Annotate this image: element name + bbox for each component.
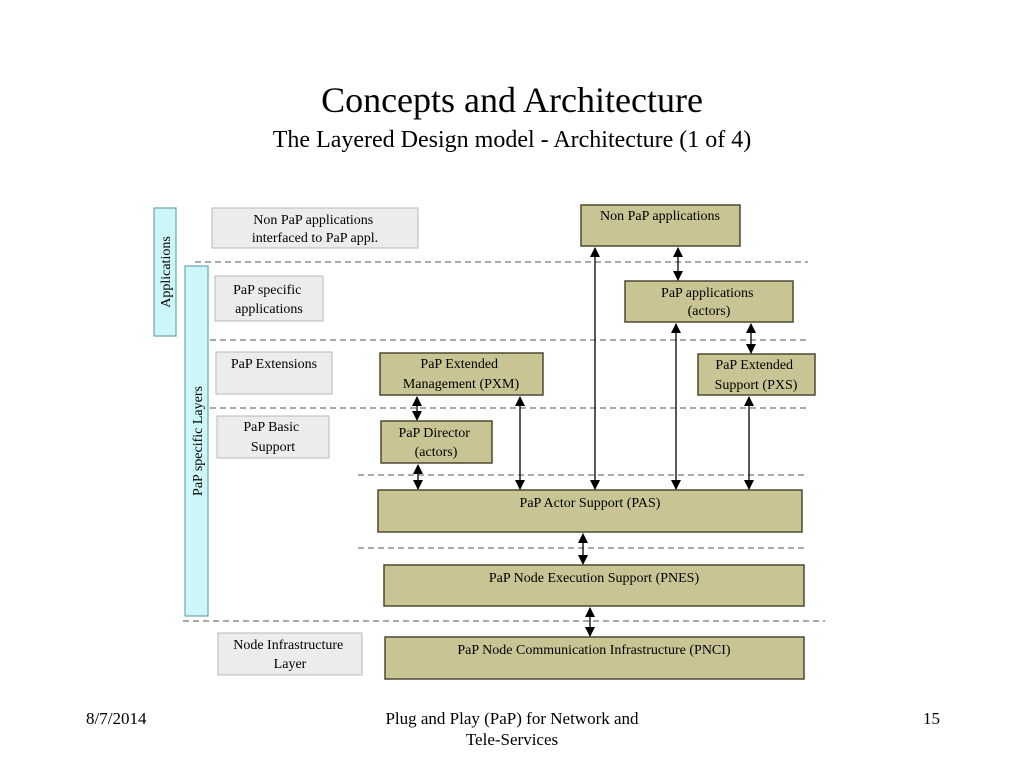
- layer-label-line: Non PaP applications: [253, 213, 373, 228]
- component-pnes: PaP Node Execution Support (PNES): [383, 564, 805, 607]
- svg-text:Node Infrastructure Laye: Node Infrastructure Layer: [233, 638, 347, 672]
- component-pxs: PaP Extended Support (PXS): [697, 353, 816, 396]
- layer-label-line: interfaced to PaP appl.: [252, 231, 378, 246]
- component-label-line: PaP Director: [399, 426, 471, 441]
- component-label-line: PaP Node Communication Infrastructure (P…: [457, 643, 731, 658]
- footer-title-line: Tele-Services: [465, 730, 559, 749]
- connectors: [412, 247, 756, 637]
- layer-label-line: PaP Extensions: [231, 357, 317, 372]
- component-director: PaP Director (actors): [380, 420, 493, 464]
- side-label-pap-specific: PaP specific Layers: [184, 265, 209, 617]
- svg-text:PaP Extended Support (PX: PaP Extended Support (PXS): [715, 358, 798, 393]
- component-label-line: PaP applications: [661, 286, 753, 301]
- svg-text:PaP Director (actors): PaP Director (actors): [399, 426, 474, 460]
- component-pxm: PaP Extended Management (PXM): [379, 352, 544, 396]
- side-label-applications: Applications: [153, 207, 177, 337]
- svg-text:PaP specific application: PaP specific applications: [233, 283, 305, 317]
- layer-label-extensions: PaP Extensions: [215, 351, 333, 395]
- footer-page-number: 15: [923, 709, 940, 728]
- svg-text:PaP Actor Support (PAS): PaP Actor Support (PAS): [520, 496, 661, 511]
- layer-label-line: Support: [251, 440, 295, 455]
- layer-label-line: Layer: [274, 657, 307, 672]
- component-non-pap-applications: Non PaP applications: [580, 204, 741, 247]
- layer-label-line: PaP Basic: [243, 420, 299, 435]
- layer-label-basic-support: PaP Basic Support: [216, 415, 330, 459]
- component-pnci: PaP Node Communication Infrastructure (P…: [384, 636, 805, 680]
- layer-label-non-pap: Non PaP applications interfaced to PaP a…: [211, 207, 419, 249]
- footer-title-line: Plug and Play (PaP) for Network and: [385, 709, 639, 728]
- svg-text:PaP Extended Management: PaP Extended Management (PXM): [403, 357, 520, 392]
- side-label-pap-specific-text: PaP specific Layers: [191, 386, 206, 496]
- slide-title: Concepts and Architecture: [321, 80, 703, 120]
- component-pas: PaP Actor Support (PAS): [377, 489, 803, 533]
- layer-label-line: applications: [235, 302, 303, 317]
- layer-label-node-infra: Node Infrastructure Layer: [217, 632, 363, 676]
- svg-text:Non PaP applications int: Non PaP applications interfaced to PaP a…: [252, 213, 378, 246]
- component-label-line: PaP Extended: [420, 357, 498, 372]
- layer-label-line: PaP specific: [233, 283, 301, 298]
- svg-text:PaP Node Execution Support (PN: PaP Node Execution Support (PNES): [489, 571, 700, 586]
- component-label-line: PaP Actor Support (PAS): [520, 496, 661, 511]
- svg-text:PaP applications (actors: PaP applications (actors): [661, 286, 757, 319]
- footer-date: 8/7/2014: [86, 709, 147, 728]
- component-label-line: Non PaP applications: [600, 209, 720, 224]
- svg-text:PaP Basic Support: PaP Basic Support: [243, 420, 302, 455]
- component-label-line: (actors): [415, 445, 458, 460]
- component-label-line: PaP Node Execution Support (PNES): [489, 571, 700, 586]
- slide-subtitle: The Layered Design model - Architecture …: [272, 127, 752, 153]
- svg-text:PaP Node Communication Infrast: PaP Node Communication Infrastructure (P…: [457, 643, 731, 658]
- footer-title: Plug and Play (PaP) for Network and Tele…: [340, 708, 684, 750]
- layer-label-line: Node Infrastructure: [233, 638, 343, 653]
- side-label-applications-text: Applications: [159, 236, 174, 308]
- component-label-line: Support (PXS): [715, 378, 798, 393]
- component-pap-applications: PaP applications (actors): [624, 280, 794, 323]
- component-label-line: PaP Extended: [715, 358, 793, 373]
- layer-label-pap-specific-apps: PaP specific applications: [214, 275, 324, 322]
- component-label-line: (actors): [688, 304, 731, 319]
- svg-text:PaP Extensions: PaP Extensions: [231, 357, 317, 372]
- svg-text:Non PaP applications: Non PaP applications: [600, 209, 720, 224]
- component-label-line: Management (PXM): [403, 377, 520, 392]
